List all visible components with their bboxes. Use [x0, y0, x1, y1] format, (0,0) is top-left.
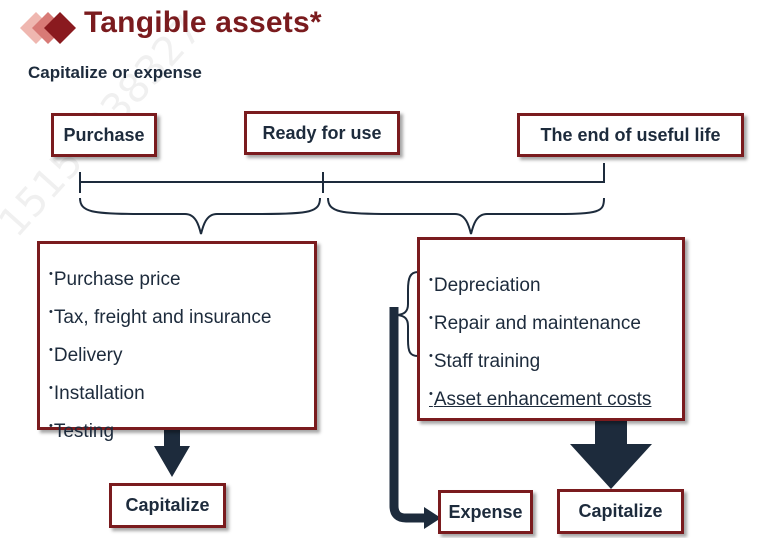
list-item: Depreciation	[429, 264, 682, 302]
expense-box: Expense	[438, 490, 533, 534]
purchase-label: Purchase	[51, 113, 157, 157]
page-title: Tangible assets*	[84, 6, 322, 39]
list-item: Repair and maintenance	[429, 302, 682, 340]
end-of-useful-life-label: The end of useful life	[517, 113, 744, 157]
list-item: Staff training	[429, 340, 682, 378]
left-curly-brace	[79, 197, 321, 235]
left-capitalize-text: Capitalize	[125, 495, 210, 515]
right-capitalize-text: Capitalize	[578, 501, 663, 521]
diamond-front-icon	[44, 12, 76, 44]
expense-text: Expense	[448, 501, 523, 522]
list-item: Testing	[49, 410, 314, 448]
list-item: Delivery	[49, 334, 314, 372]
ready-for-use-label-text: Ready for use	[262, 122, 382, 143]
list-item: Purchase price	[49, 258, 314, 296]
list-item: Asset enhancement costs	[429, 378, 682, 416]
expense-arrow	[389, 307, 441, 529]
right-capitalize-box: Capitalize	[557, 489, 684, 534]
diamond-bullet-icon	[20, 12, 76, 44]
small-vertical-brace	[397, 271, 419, 357]
list-item: Installation	[49, 372, 314, 410]
right-curly-brace	[327, 197, 605, 235]
ready-for-use-label: Ready for use	[244, 111, 400, 155]
purchase-label-text: Purchase	[63, 124, 145, 145]
list-item: Tax, freight and insurance	[49, 296, 314, 334]
after-use-costs-box: Depreciation Repair and maintenance Staf…	[417, 237, 685, 421]
page-subtitle: Capitalize or expense	[28, 63, 202, 82]
capitalized-costs-box: Purchase price Tax, freight and insuranc…	[37, 241, 317, 442]
left-capitalize-box: Capitalize	[109, 483, 226, 528]
end-of-useful-life-label-text: The end of useful life	[540, 124, 721, 145]
